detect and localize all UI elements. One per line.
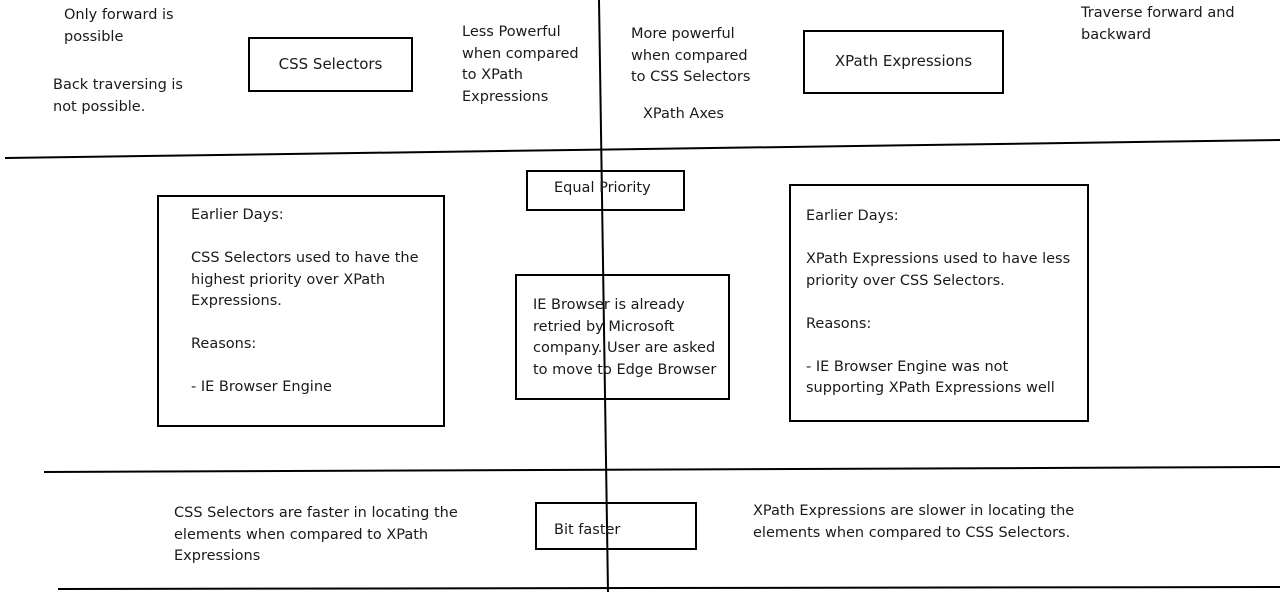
css-faster-note: CSS Selectors are faster in locating the… <box>174 505 458 564</box>
horizontal-divider-middle <box>43 466 1280 473</box>
css-selectors-box: CSS Selectors <box>248 37 413 92</box>
bit-faster-box: Bit faster <box>535 502 697 550</box>
vertical-divider <box>598 0 609 592</box>
css-priority-text: Earlier Days: CSS Selectors used to have… <box>191 207 419 395</box>
equal-priority-box: Equal Priority <box>526 170 685 211</box>
horizontal-divider-bottom <box>57 586 1280 590</box>
xpath-priority-text: Earlier Days: XPath Expressions used to … <box>806 208 1071 396</box>
less-powerful-note: Less Powerful when compared to XPath Exp… <box>462 24 579 105</box>
css-selectors-label: CSS Selectors <box>278 54 383 73</box>
equal-priority-label: Equal Priority <box>554 180 651 196</box>
only-forward-note: Only forward is possible <box>64 7 174 45</box>
ie-browser-text: IE Browser is already retried by Microso… <box>533 297 717 378</box>
xpath-axes-note: XPath Axes <box>643 106 724 122</box>
more-powerful-note: More powerful when compared to CSS Selec… <box>631 26 751 85</box>
xpath-slower-note: XPath Expressions are slower in locating… <box>753 503 1075 541</box>
traverse-note: Traverse forward and backward <box>1081 5 1235 43</box>
horizontal-divider-top <box>4 139 1280 159</box>
ie-browser-box: IE Browser is already retried by Microso… <box>515 274 730 400</box>
back-traversing-note: Back traversing is not possible. <box>53 77 183 115</box>
css-priority-box: Earlier Days: CSS Selectors used to have… <box>157 195 445 427</box>
bit-faster-label: Bit faster <box>554 522 621 538</box>
xpath-expressions-label: XPath Expressions <box>834 52 973 71</box>
xpath-priority-box: Earlier Days: XPath Expressions used to … <box>789 184 1089 422</box>
xpath-expressions-box: XPath Expressions <box>803 30 1004 94</box>
